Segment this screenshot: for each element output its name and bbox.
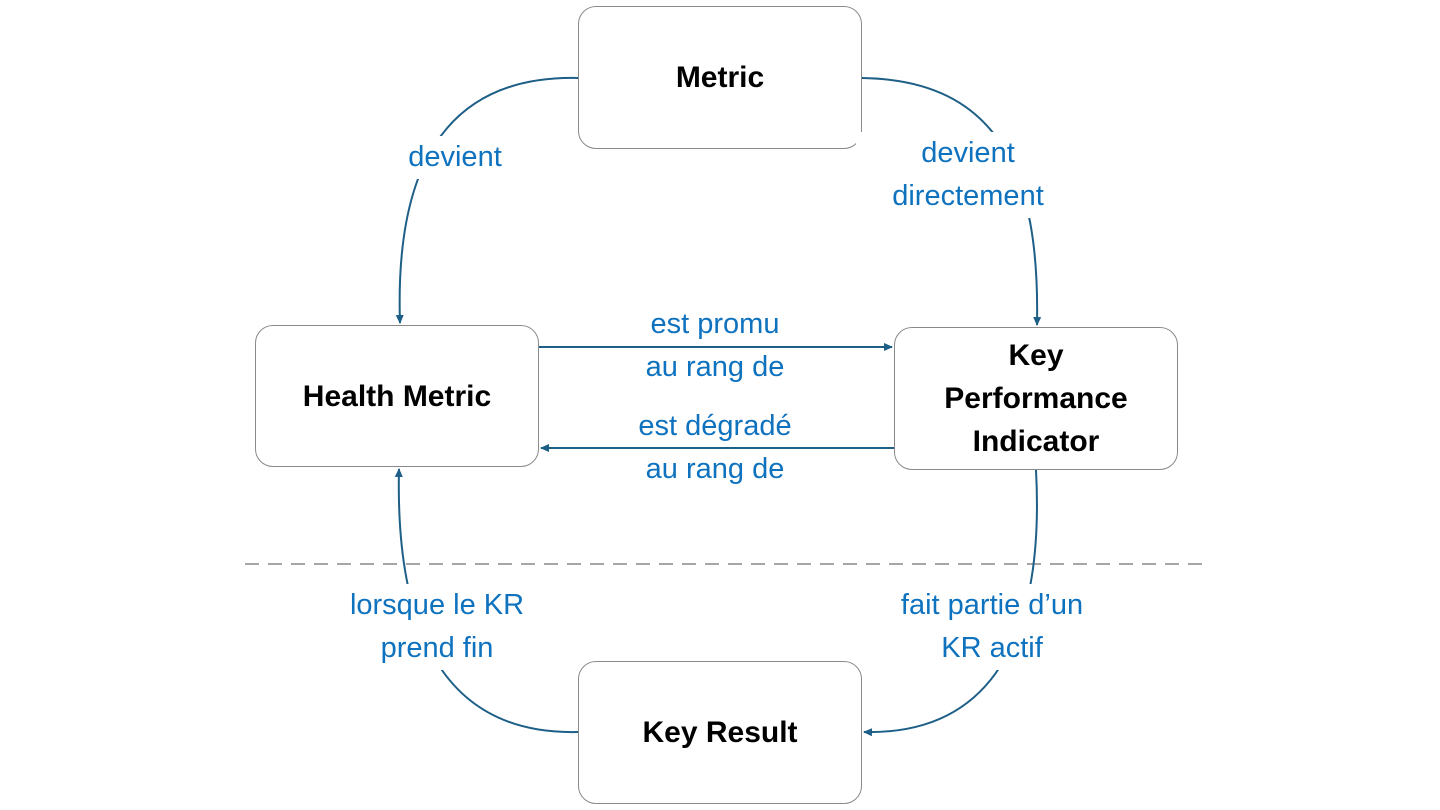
key-result-node: Key Result xyxy=(578,661,862,804)
arrow-metric-to-health xyxy=(395,76,579,324)
edge-label-metric-to-health: devient xyxy=(383,136,527,179)
health-metric-node-label: Health Metric xyxy=(302,379,492,413)
metric-node: Metric xyxy=(578,6,862,149)
edge-label-metric-to-kpi: devient directement xyxy=(856,132,1080,218)
edge-label-health-to-kpi: est promu au rang de xyxy=(645,308,785,383)
edge-label-kpi-to-health: est dégradé au rang de xyxy=(638,410,792,485)
metric-node-label: Metric xyxy=(675,61,765,94)
kpi-node: Key Performance Indicator xyxy=(894,327,1178,470)
key-result-node-label: Key Result xyxy=(642,716,798,749)
health-metric-node: Health Metric xyxy=(255,325,539,467)
kpi-node-label: Key Performance Indicator xyxy=(944,339,1128,458)
edge-label-kpi-to-kr: fait partie d’un KR actif xyxy=(870,584,1114,670)
edge-label-kr-to-health: lorsque le KR prend fin xyxy=(320,584,554,670)
